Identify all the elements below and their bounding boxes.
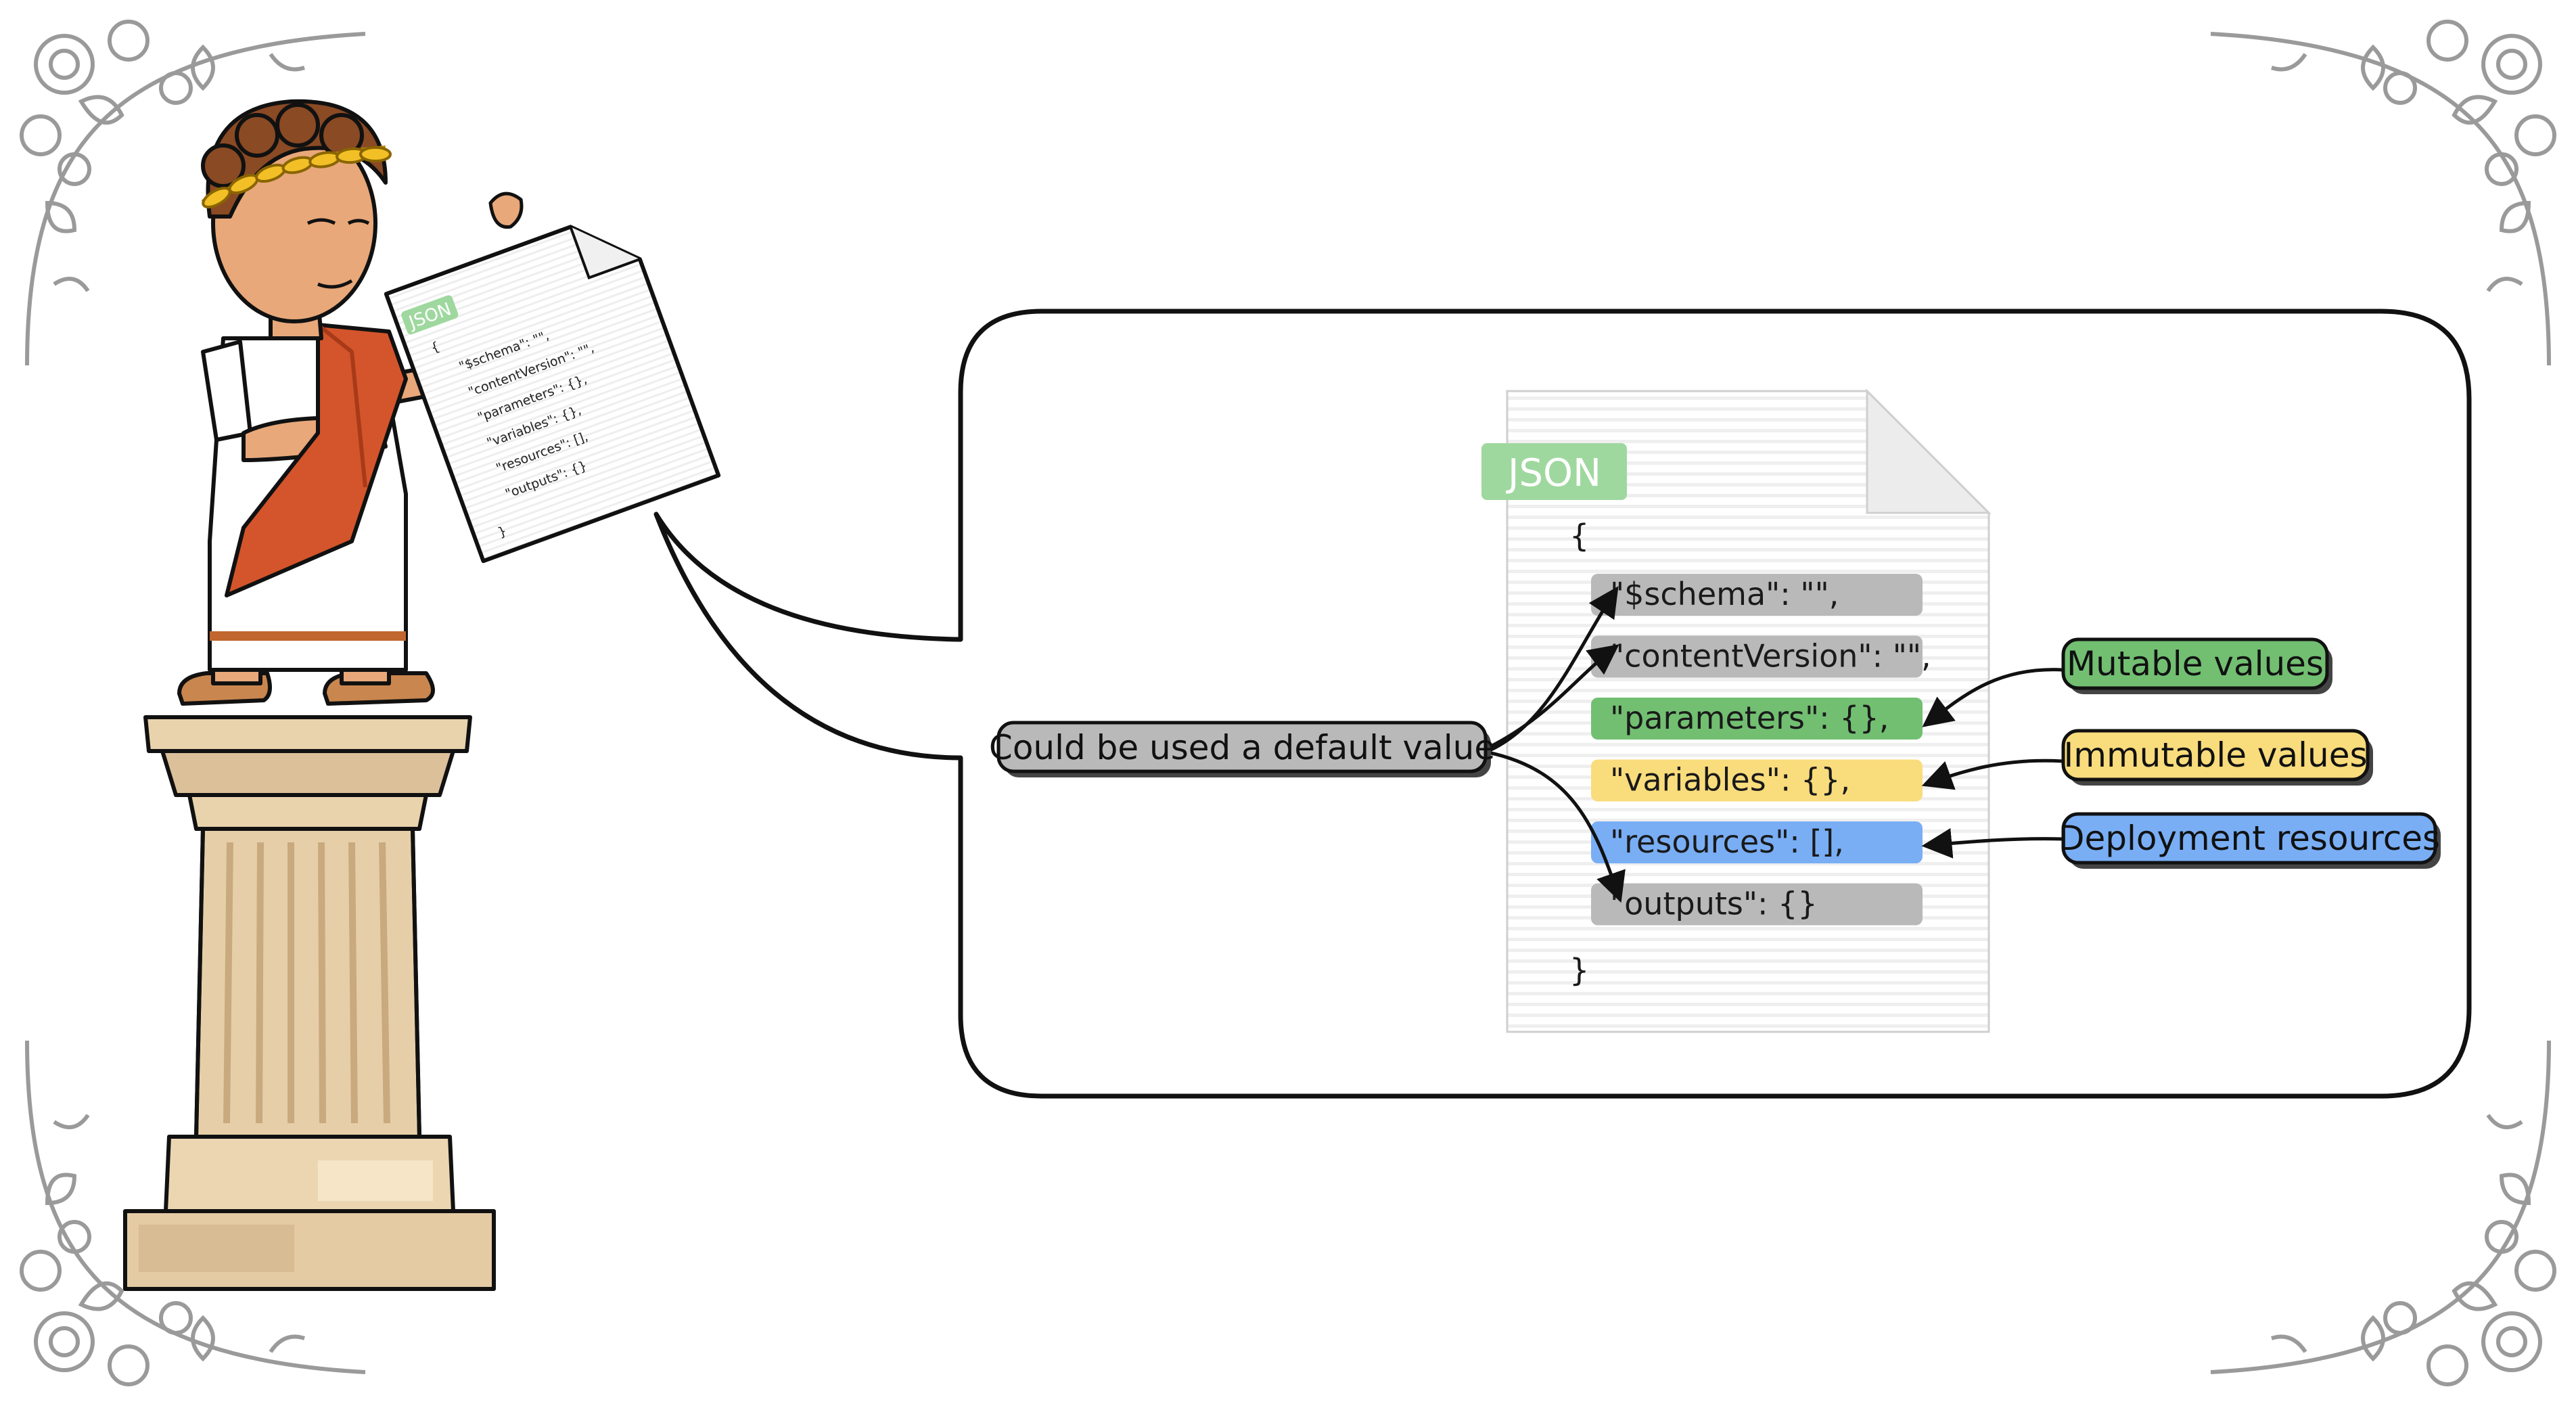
json-line-highlight — [1591, 574, 1923, 616]
json-line-highlight — [1591, 821, 1923, 863]
small-json-badge — [401, 295, 459, 335]
json-line-text: "resources": [], — [1610, 823, 1844, 860]
callout-immutable-values-text: Immutable values — [2064, 735, 2368, 775]
connector-immutable-to-variables — [1921, 758, 2064, 790]
callout-default-value: Could be used a default value — [989, 721, 1495, 777]
json-line-highlight — [1591, 883, 1923, 926]
callout-deployment-resources: Deployment resources — [2058, 812, 2441, 869]
callout-mutable-values: Mutable values — [2061, 637, 2332, 694]
corner-ornament-top-left — [20, 20, 366, 366]
json-line-text: "parameters": {}, — [1610, 700, 1889, 736]
json-document: JSON { "$schema": "", "contentVersion": "… — [1481, 388, 1992, 1033]
connector-default-to-outputs — [1488, 750, 1626, 903]
connector-default-to-schema — [1487, 586, 1619, 753]
json-line-highlight — [1591, 759, 1923, 802]
corner-ornament-bottom-right — [2210, 1040, 2556, 1386]
corner-ornament-bottom-left — [20, 1040, 366, 1386]
hand-illustration — [488, 191, 524, 229]
callout-default-value-text: Could be used a default value — [989, 728, 1495, 767]
small-json-document: JSON { "$schema": "", "contentVersion": … — [384, 225, 721, 564]
json-line-text: "variables": {}, — [1610, 762, 1850, 798]
json-badge-text: JSON — [1506, 451, 1601, 495]
json-line-text: "contentVersion": "", — [1610, 638, 1931, 675]
callout-immutable-values: Immutable values — [2061, 729, 2373, 786]
connectors — [1487, 586, 2064, 903]
json-badge — [1481, 443, 1627, 500]
connector-deployment-to-resources — [1921, 827, 2064, 859]
json-line-text: "$schema": "", — [1610, 576, 1839, 612]
connector-default-to-content-version — [1487, 644, 1619, 750]
roman-emperor-illustration — [177, 99, 448, 706]
corner-ornament-top-right — [2210, 20, 2556, 366]
json-open-brace: { — [1569, 518, 1589, 554]
json-lines: "$schema": "", "contentVersion": "", "para… — [1591, 574, 1931, 926]
callout-deployment-resources-text: Deployment resources — [2058, 819, 2440, 858]
callout-mutable-values-text: Mutable values — [2067, 644, 2324, 683]
json-line-highlight — [1591, 635, 1923, 678]
json-line-text: "outputs": {} — [1610, 886, 1818, 922]
json-close-brace: } — [1569, 952, 1589, 989]
connector-mutable-to-parameters — [1922, 668, 2064, 727]
column-pedestal-illustration — [123, 715, 496, 1291]
json-line-highlight — [1591, 698, 1923, 740]
